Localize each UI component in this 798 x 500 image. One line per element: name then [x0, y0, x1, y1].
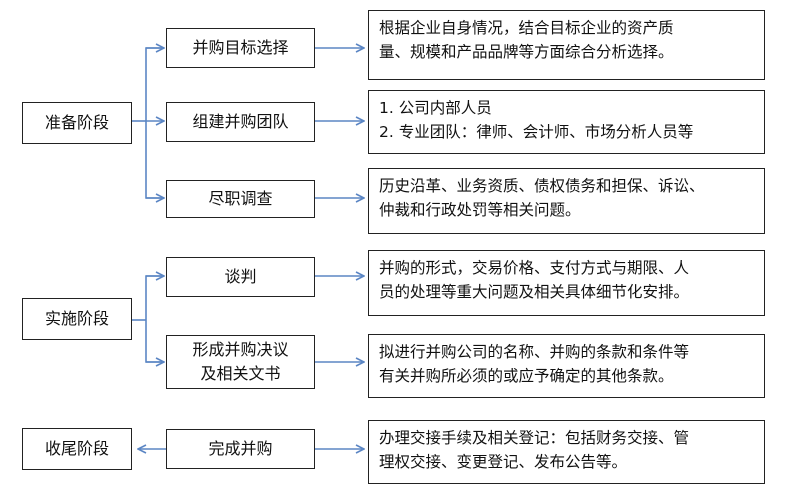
- phase-impl-bracket: [145, 275, 164, 363]
- desc-line: 有关并购所必须的或应予确定的其他条款。: [379, 367, 674, 385]
- desc-line: 2. 专业团队：律师、会计师、市场分析人员等: [379, 123, 694, 141]
- desc-line: 理权交接、变更登记、发布公告等。: [379, 453, 628, 471]
- desc-line: 并购的形式，交易价格、支付方式与期限、人: [379, 259, 690, 277]
- desc-negotiation: 并购的形式，交易价格、支付方式与期限、人 员的处理等重大问题及相关具体细节化安排…: [368, 250, 765, 316]
- desc-line: 量、规模和产品品牌等方面综合分析选择。: [379, 43, 674, 61]
- step-negotiation: 谈判: [166, 257, 315, 297]
- step-resolution-documents: 形成并购决议 及相关文书: [166, 335, 315, 389]
- step-label: 尽职调查: [208, 189, 273, 208]
- desc-line: 根据企业自身情况，结合目标企业的资产质: [379, 19, 674, 37]
- phase-impl-box: 实施阶段: [22, 298, 132, 340]
- step-due-diligence: 尽职调查: [166, 180, 315, 218]
- step-build-team: 组建并购团队: [166, 102, 315, 142]
- desc-line: 员的处理等重大问题及相关具体细节化安排。: [379, 283, 690, 301]
- step-label: 组建并购团队: [192, 112, 289, 131]
- desc-target-selection: 根据企业自身情况，结合目标企业的资产质 量、规模和产品品牌等方面综合分析选择。: [368, 10, 765, 80]
- phase-impl-label: 实施阶段: [44, 309, 109, 328]
- desc-resolution-documents: 拟进行并购公司的名称、并购的条款和条件等 有关并购所必须的或应予确定的其他条款。: [368, 334, 765, 398]
- step-label: 并购目标选择: [192, 38, 289, 57]
- step-label-line1: 形成并购决议: [192, 340, 289, 359]
- desc-build-team: 1. 公司内部人员 2. 专业团队：律师、会计师、市场分析人员等: [368, 90, 765, 154]
- desc-due-diligence: 历史沿革、业务资质、债权债务和担保、诉讼、 仲裁和行政处罚等相关问题。: [368, 168, 765, 234]
- phase-prep-label: 准备阶段: [44, 113, 109, 132]
- step-complete-merger: 完成并购: [166, 429, 315, 469]
- phase-prep-bracket: [145, 47, 164, 199]
- phase-close-box: 收尾阶段: [22, 428, 132, 470]
- phase-close-label: 收尾阶段: [44, 439, 109, 458]
- desc-line: 拟进行并购公司的名称、并购的条款和条件等: [379, 343, 690, 361]
- desc-complete-merger: 办理交接手续及相关登记：包括财务交接、管 理权交接、变更登记、发布公告等。: [368, 420, 765, 484]
- desc-line: 1. 公司内部人员: [379, 99, 492, 117]
- step-target-selection: 并购目标选择: [166, 28, 315, 68]
- step-label: 完成并购: [208, 439, 273, 458]
- desc-line: 办理交接手续及相关登记：包括财务交接、管: [379, 429, 690, 447]
- step-label: 谈判: [224, 267, 257, 286]
- step-label-line2: 及相关文书: [200, 364, 281, 383]
- desc-line: 历史沿革、业务资质、债权债务和担保、诉讼、: [379, 177, 705, 195]
- phase-prep-box: 准备阶段: [22, 102, 132, 144]
- desc-line: 仲裁和行政处罚等相关问题。: [379, 201, 581, 219]
